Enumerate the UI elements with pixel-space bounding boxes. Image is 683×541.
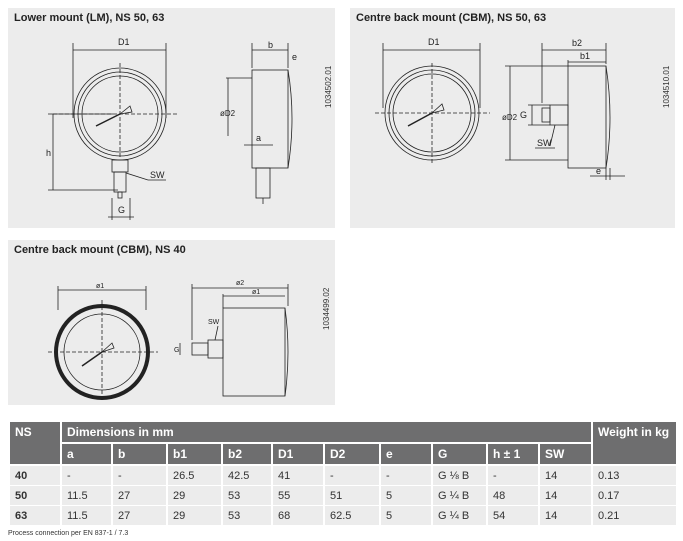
panel-title: Lower mount (LM), NS 50, 63 bbox=[14, 12, 165, 24]
cell: 14 bbox=[538, 505, 593, 525]
cell: 11.5 bbox=[60, 485, 113, 506]
cell: 48 bbox=[486, 485, 540, 506]
svg-text:ø2: ø2 bbox=[236, 280, 244, 287]
svg-text:ø1: ø1 bbox=[252, 289, 260, 296]
cell: 11.5 bbox=[60, 505, 113, 525]
cell-weight: 0.13 bbox=[591, 464, 678, 486]
centre-back-mount-drawing: D1 b2 b1 øD2 G SW e bbox=[375, 37, 625, 180]
col-sw: SW bbox=[538, 442, 593, 466]
cell: 62.5 bbox=[323, 505, 381, 525]
dimensions-table: NS Dimensions in mm Weight in kg a b b1 … bbox=[8, 420, 678, 525]
cell: 51 bbox=[323, 485, 381, 506]
cell: 68 bbox=[271, 505, 325, 525]
svg-text:b: b bbox=[268, 40, 273, 50]
cell-weight: 0.17 bbox=[591, 485, 678, 506]
drawing-id: 1034499.02 bbox=[322, 287, 331, 330]
svg-text:a: a bbox=[256, 133, 261, 143]
svg-text:SW: SW bbox=[537, 138, 552, 148]
centre-back-mount-ns40-drawing: ø1 ø2 ø1 SW G bbox=[48, 280, 289, 402]
svg-text:SW: SW bbox=[150, 170, 165, 180]
cell: G ¼ B bbox=[431, 485, 488, 506]
col-a: a bbox=[60, 442, 113, 466]
col-b: b bbox=[111, 442, 168, 466]
panel-title: Centre back mount (CBM), NS 50, 63 bbox=[356, 12, 547, 24]
cell: 53 bbox=[221, 485, 273, 506]
table-row: 40 - - 26.5 42.5 41 - - G ⅛ B - 14 0.13 bbox=[8, 464, 678, 486]
cell: 14 bbox=[538, 464, 593, 486]
svg-text:e: e bbox=[596, 166, 601, 176]
cell: - bbox=[111, 464, 168, 486]
svg-text:øD2: øD2 bbox=[502, 113, 518, 122]
svg-text:G: G bbox=[174, 347, 179, 354]
col-d2: D2 bbox=[323, 442, 381, 466]
col-h: h ± 1 bbox=[486, 442, 540, 466]
drawing-id: 1034502.01 bbox=[324, 65, 333, 108]
cell: 41 bbox=[271, 464, 325, 486]
cell: 29 bbox=[166, 485, 223, 506]
footnote: Process connection per EN 837-1 / 7.3 bbox=[8, 530, 129, 537]
cell: 14 bbox=[538, 485, 593, 506]
svg-text:øD2: øD2 bbox=[220, 109, 236, 118]
col-b2: b2 bbox=[221, 442, 273, 466]
svg-text:b1: b1 bbox=[580, 51, 590, 61]
svg-text:D1: D1 bbox=[118, 37, 130, 47]
cell: 5 bbox=[379, 485, 433, 506]
panel-title: Centre back mount (CBM), NS 40 bbox=[14, 244, 186, 256]
table-row: 50 11.5 27 29 53 55 51 5 G ¼ B 48 14 0.1… bbox=[8, 485, 678, 506]
centre-back-mount-ns40-panel: Centre back mount (CBM), NS 40 ø1 ø2 ø1 … bbox=[8, 240, 335, 405]
lower-mount-panel: Lower mount (LM), NS 50, 63 D1 h SW G b … bbox=[8, 8, 335, 228]
cell: 42.5 bbox=[221, 464, 273, 486]
cell-ns: 50 bbox=[8, 485, 62, 506]
drawing-id: 1034510.01 bbox=[662, 65, 671, 108]
cell: 29 bbox=[166, 505, 223, 525]
cell: G ¼ B bbox=[431, 505, 488, 525]
cell: 53 bbox=[221, 505, 273, 525]
cell: 26.5 bbox=[166, 464, 223, 486]
col-e: e bbox=[379, 442, 433, 466]
cell-ns: 40 bbox=[8, 464, 62, 486]
cell-ns: 63 bbox=[8, 505, 62, 525]
centre-back-mount-panel: Centre back mount (CBM), NS 50, 63 D1 b2… bbox=[350, 8, 675, 228]
svg-text:e: e bbox=[292, 52, 297, 62]
svg-text:b2: b2 bbox=[572, 38, 582, 48]
svg-text:SW: SW bbox=[208, 319, 220, 326]
col-d1: D1 bbox=[271, 442, 325, 466]
header-ns: NS bbox=[8, 420, 62, 466]
cell: G ⅛ B bbox=[431, 464, 488, 486]
svg-text:G: G bbox=[520, 110, 527, 120]
header-weight: Weight in kg bbox=[591, 420, 678, 466]
cell: 5 bbox=[379, 505, 433, 525]
cell: 54 bbox=[486, 505, 540, 525]
cell: 27 bbox=[111, 505, 168, 525]
cell: - bbox=[379, 464, 433, 486]
cell-weight: 0.21 bbox=[591, 505, 678, 525]
svg-text:h: h bbox=[46, 148, 51, 158]
cell: - bbox=[323, 464, 381, 486]
header-dimensions: Dimensions in mm bbox=[60, 420, 593, 444]
cell: - bbox=[60, 464, 113, 486]
cell: - bbox=[486, 464, 540, 486]
cell: 27 bbox=[111, 485, 168, 506]
svg-text:D1: D1 bbox=[428, 37, 440, 47]
svg-text:G: G bbox=[118, 205, 125, 215]
cell: 55 bbox=[271, 485, 325, 506]
table-row: 63 11.5 27 29 53 68 62.5 5 G ¼ B 54 14 0… bbox=[8, 505, 678, 525]
col-b1: b1 bbox=[166, 442, 223, 466]
col-g: G bbox=[431, 442, 488, 466]
svg-text:ø1: ø1 bbox=[96, 283, 104, 290]
lower-mount-drawing: D1 h SW G b e øD2 a bbox=[46, 37, 297, 220]
